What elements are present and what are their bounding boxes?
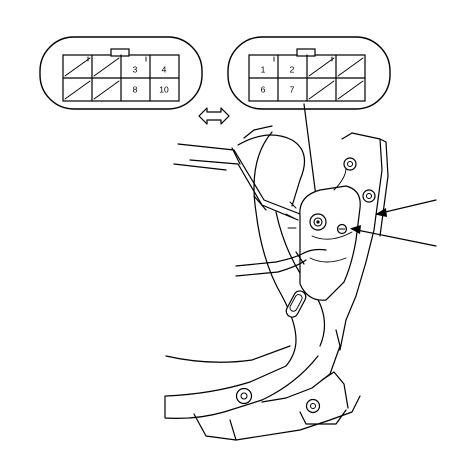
- connector-right-pin-7: 7: [290, 84, 295, 94]
- connector-left-pin-8: 8: [133, 84, 138, 94]
- connector-right-pin-6: 6: [261, 84, 266, 94]
- connector-right-pin-1: 1: [261, 64, 266, 74]
- connector-right-callout: 1 2 6 7: [227, 36, 391, 110]
- double-headed-arrow-icon: [198, 107, 230, 125]
- frame-bolt-right: [362, 189, 376, 203]
- connector-left-pin-3: 3: [133, 64, 138, 74]
- sensor-body: [299, 185, 361, 301]
- connector-left-callout: 3 4 8 10: [39, 36, 203, 110]
- arm-slot: [285, 290, 307, 318]
- connector-left-face: [62, 48, 180, 102]
- frame-bolt: [343, 157, 357, 171]
- connector-right-pin-2: 2: [290, 64, 295, 74]
- connector-left-pin-10: 10: [159, 84, 169, 94]
- connector-left-pin-4: 4: [162, 64, 167, 74]
- lower-bolt-left: [235, 387, 253, 405]
- connector-right-face: [248, 48, 366, 102]
- callout-arrows: [350, 199, 437, 247]
- assembly-illustration: [164, 125, 389, 441]
- lower-bolt-right: [305, 398, 321, 414]
